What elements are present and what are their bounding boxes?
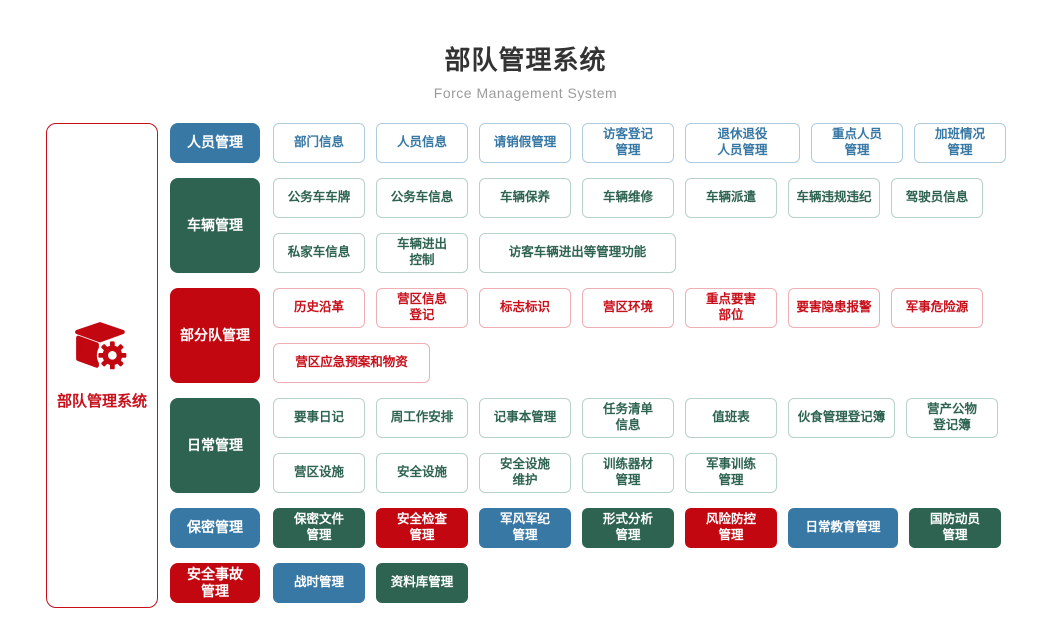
- feature-tile: 安全事故 管理: [170, 563, 260, 603]
- feature-box: 安全设施 维护: [479, 453, 571, 493]
- feature-box: 营区设施: [273, 453, 365, 493]
- feature-box: 人员信息: [376, 123, 468, 163]
- feature-box: 营产公物 登记簿: [906, 398, 998, 438]
- feature-box: 私家车信息: [273, 233, 365, 273]
- page-title: 部队管理系统: [444, 45, 607, 75]
- feature-box: 军事危险源: [891, 288, 983, 328]
- feature-tile: 安全检查 管理: [376, 508, 468, 548]
- feature-box: 营区信息 登记: [376, 288, 468, 328]
- category-unit: 部分队管理: [170, 288, 260, 383]
- feature-tile: 战时管理: [273, 563, 365, 603]
- feature-box: 重点人员 管理: [811, 123, 903, 163]
- feature-box: 车辆违规违纪: [788, 178, 880, 218]
- feature-box: 车辆进出 控制: [376, 233, 468, 273]
- row-personnel: 人员管理 部门信息 人员信息 请销假管理 访客登记 管理 退休退役 人员管理 重…: [170, 123, 1006, 163]
- feature-box: 车辆维修: [582, 178, 674, 218]
- page-subtitle: Force Management System: [433, 85, 618, 101]
- row-vehicle: 车辆管理 公务车车牌 公务车信息 车辆保养 车辆维修 车辆派遣 车辆违规违纪 驾…: [170, 178, 1006, 273]
- feature-tile: 风险防控 管理: [685, 508, 777, 548]
- feature-box: 请销假管理: [479, 123, 571, 163]
- feature-box: 训练器材 管理: [582, 453, 674, 493]
- feature-box: 部门信息: [273, 123, 365, 163]
- cube-gear-icon: [73, 321, 131, 376]
- feature-box: 要害隐患报警: [788, 288, 880, 328]
- feature-box: 驾驶员信息: [891, 178, 983, 218]
- feature-box: 军事训练 管理: [685, 453, 777, 493]
- feature-box: 加班情况 管理: [914, 123, 1006, 163]
- row-unit: 部分队管理 历史沿革 营区信息 登记 标志标识 营区环境 重点要害 部位 要害隐…: [170, 288, 1006, 383]
- feature-box: 车辆派遣: [685, 178, 777, 218]
- feature-box: 公务车信息: [376, 178, 468, 218]
- system-root-panel: 部队管理系统: [46, 123, 158, 608]
- feature-tile: 国防动员 管理: [909, 508, 1001, 548]
- feature-box: 车辆保养: [479, 178, 571, 218]
- row-secrecy: 保密管理 保密文件 管理 安全检查 管理 军风军纪 管理 形式分析 管理 风险防…: [170, 508, 1006, 548]
- feature-box: 公务车车牌: [273, 178, 365, 218]
- feature-tile: 保密文件 管理: [273, 508, 365, 548]
- feature-box: 伙食管理登记簿: [788, 398, 895, 438]
- category-secrecy: 保密管理: [170, 508, 260, 548]
- feature-box: 历史沿革: [273, 288, 365, 328]
- row-daily: 日常管理 要事日记 周工作安排 记事本管理 任务清单 信息 值班表 伙食管理登记…: [170, 398, 1006, 493]
- feature-tile: 军风军纪 管理: [479, 508, 571, 548]
- system-root-label: 部队管理系统: [56, 392, 147, 410]
- feature-box: 周工作安排: [376, 398, 468, 438]
- feature-box: 访客登记 管理: [582, 123, 674, 163]
- feature-box: 重点要害 部位: [685, 288, 777, 328]
- category-vehicle: 车辆管理: [170, 178, 260, 273]
- feature-box: 任务清单 信息: [582, 398, 674, 438]
- rows: 人员管理 部门信息 人员信息 请销假管理 访客登记 管理 退休退役 人员管理 重…: [170, 123, 1006, 603]
- feature-box: 营区环境: [582, 288, 674, 328]
- feature-box: 值班表: [685, 398, 777, 438]
- feature-box: 要事日记: [273, 398, 365, 438]
- feature-tile: 资料库管理: [376, 563, 468, 603]
- feature-tile: 日常教育管理: [788, 508, 898, 548]
- feature-box: 记事本管理: [479, 398, 571, 438]
- feature-tile: 形式分析 管理: [582, 508, 674, 548]
- feature-box: 标志标识: [479, 288, 571, 328]
- feature-box: 退休退役 人员管理: [685, 123, 800, 163]
- page-header: 部队管理系统 Force Management System: [0, 0, 1051, 101]
- feature-box: 访客车辆进出等管理功能: [479, 233, 676, 273]
- feature-box: 安全设施: [376, 453, 468, 493]
- feature-box: 营区应急预案和物资: [273, 343, 430, 383]
- category-personnel: 人员管理: [170, 123, 260, 163]
- row-bottom: 安全事故 管理 战时管理 资料库管理: [170, 563, 1006, 603]
- category-daily: 日常管理: [170, 398, 260, 493]
- diagram: 部队管理系统 人员管理 部门信息 人员信息 请销假管理 访客登记 管理 退休退役…: [46, 123, 1006, 608]
